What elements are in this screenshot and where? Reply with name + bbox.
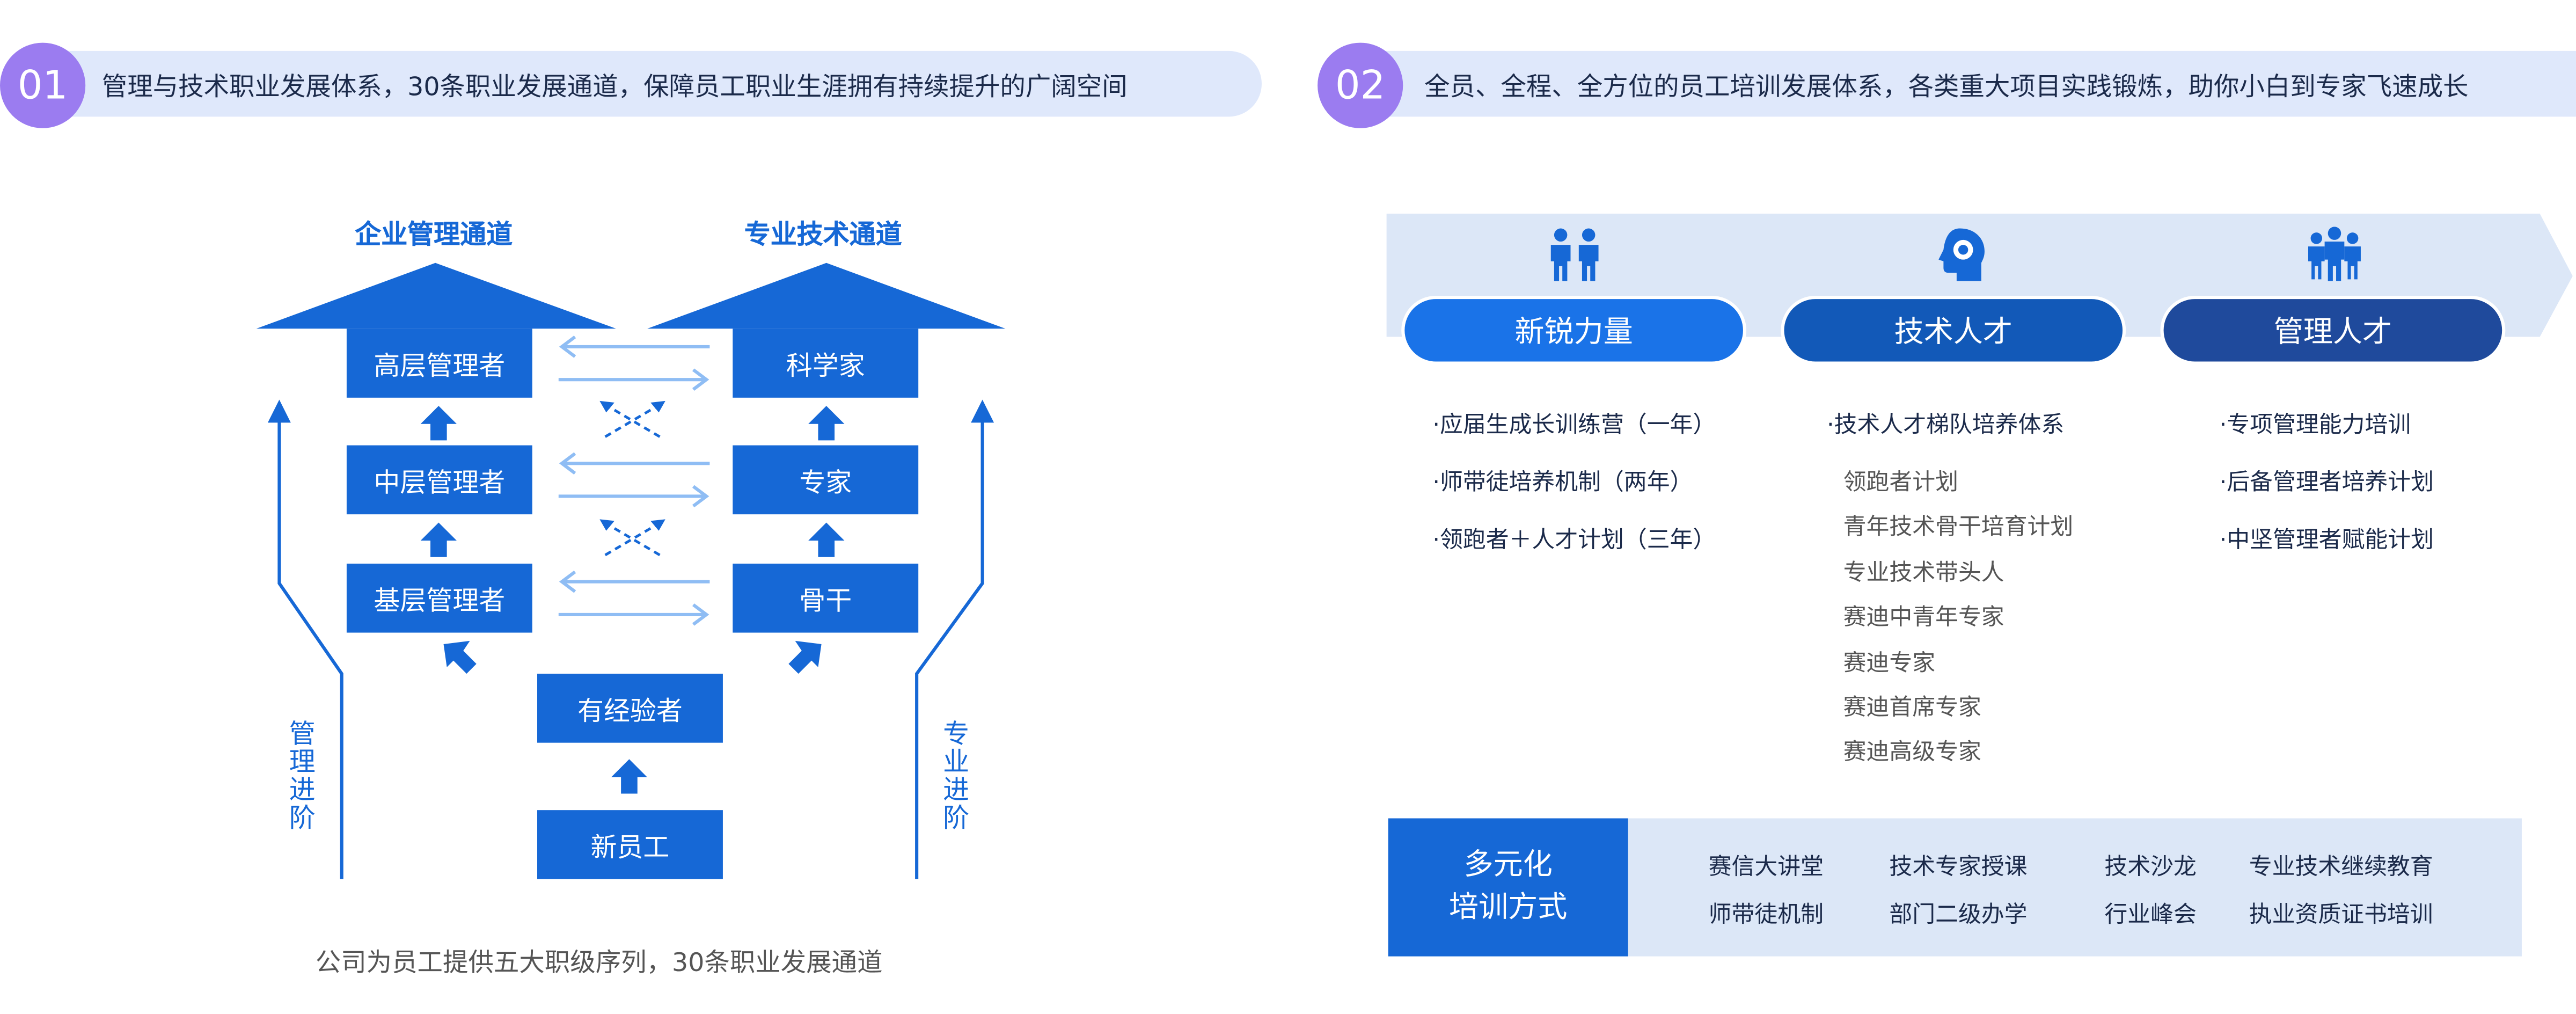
training-method: 部门二级办学 — [1889, 902, 2028, 929]
technical-lane-roof — [647, 262, 1006, 329]
tech-talent-subitem: 领跑者计划 — [1843, 470, 1958, 497]
tech-level-scientist: 科学家 — [733, 329, 919, 398]
tech-level-backbone: 骨干 — [733, 563, 919, 633]
section1-header-bar — [19, 50, 1262, 117]
management-lane-title: 企业管理通道 — [355, 218, 513, 250]
column-title-tech-talent: 技术人才 — [1784, 299, 2123, 362]
training-method: 技术专家授课 — [1889, 854, 2028, 881]
training-method: 行业峰会 — [2104, 902, 2197, 929]
up-arrow-icon — [808, 522, 845, 557]
technical-progress-line — [915, 399, 994, 879]
column-title-mgmt-talent: 管理人才 — [2163, 299, 2502, 362]
training-method: 技术沙龙 — [2104, 854, 2197, 881]
pair-people-icon — [1550, 228, 1599, 281]
base-level-experienced: 有经验者 — [537, 674, 723, 743]
training-method: 执业资质证书培训 — [2249, 902, 2433, 929]
group-people-icon — [2308, 227, 2361, 281]
section2-header-text: 全员、全程、全方位的员工培训发展体系，各类重大项目实践锻炼，助你小白到专家飞速成… — [1424, 72, 2469, 102]
mgmt-level-middle: 中层管理者 — [346, 445, 532, 515]
technical-progress-label: 专业进阶 — [943, 718, 970, 834]
up-arrow-icon — [420, 522, 457, 557]
tech-talent-subitem: 赛迪中青年专家 — [1843, 604, 2004, 631]
section1-caption: 公司为员工提供五大职级序列，30条职业发展通道 — [315, 948, 883, 978]
training-label-line1: 多元化 — [1463, 848, 1553, 882]
head-gear-icon — [1938, 228, 1985, 281]
new-talent-item: ·领跑者＋人才计划（三年） — [1432, 527, 1716, 554]
tech-talent-subitem: 赛迪首席专家 — [1843, 695, 1981, 721]
management-progress-line — [267, 399, 343, 879]
mgmt-level-senior: 高层管理者 — [346, 329, 532, 398]
new-talent-item: ·应届生成长训练营（一年） — [1432, 412, 1716, 439]
mgmt-talent-item: ·后备管理者培养计划 — [2219, 470, 2434, 497]
tech-talent-subitem: 青年技术骨干培育计划 — [1843, 514, 2074, 541]
training-label-line2: 培训方式 — [1448, 891, 1568, 925]
training-methods-label-box: 多元化 培训方式 — [1388, 818, 1628, 957]
up-arrow-icon — [420, 406, 457, 441]
management-lane-roof — [256, 262, 616, 329]
column-title-new-talent: 新锐力量 — [1404, 299, 1743, 362]
section1-number-badge: 01 — [0, 42, 86, 128]
tech-talent-subitem: 赛迪专家 — [1843, 651, 1936, 677]
up-arrow-icon — [611, 759, 648, 794]
new-talent-item: ·师带徒培养机制（两年） — [1432, 470, 1693, 497]
mgmt-talent-item: ·专项管理能力培训 — [2219, 412, 2411, 439]
career-ladder-graphics — [256, 262, 1006, 879]
tech-level-expert: 专家 — [733, 445, 919, 515]
mgmt-level-junior: 基层管理者 — [346, 563, 532, 633]
diagonal-up-left-arrow-icon — [443, 640, 477, 674]
tech-talent-subitem: 赛迪高级专家 — [1843, 739, 1981, 766]
base-level-new-employee: 新员工 — [537, 810, 723, 879]
training-methods-panel — [1626, 818, 2522, 957]
section2-header-bar — [1334, 50, 2576, 117]
training-method: 赛信大讲堂 — [1708, 854, 1824, 881]
training-method: 专业技术继续教育 — [2249, 854, 2433, 881]
management-progress-label: 管理进阶 — [289, 718, 316, 834]
diagonal-up-right-arrow-icon — [788, 640, 822, 674]
tech-talent-item: ·技术人才梯队培养体系 — [1827, 412, 2065, 439]
tech-talent-subitem: 专业技术带头人 — [1843, 560, 2004, 587]
technical-lane-title: 专业技术通道 — [744, 218, 902, 250]
training-method: 师带徒机制 — [1708, 902, 1824, 929]
up-arrow-icon — [808, 406, 845, 441]
section2-number-badge: 02 — [1318, 42, 1403, 128]
mgmt-talent-item: ·中坚管理者赋能计划 — [2219, 527, 2434, 554]
section1-header-text: 管理与技术职业发展体系，30条职业发展通道，保障员工职业生涯拥有持续提升的广阔空… — [101, 72, 1128, 102]
